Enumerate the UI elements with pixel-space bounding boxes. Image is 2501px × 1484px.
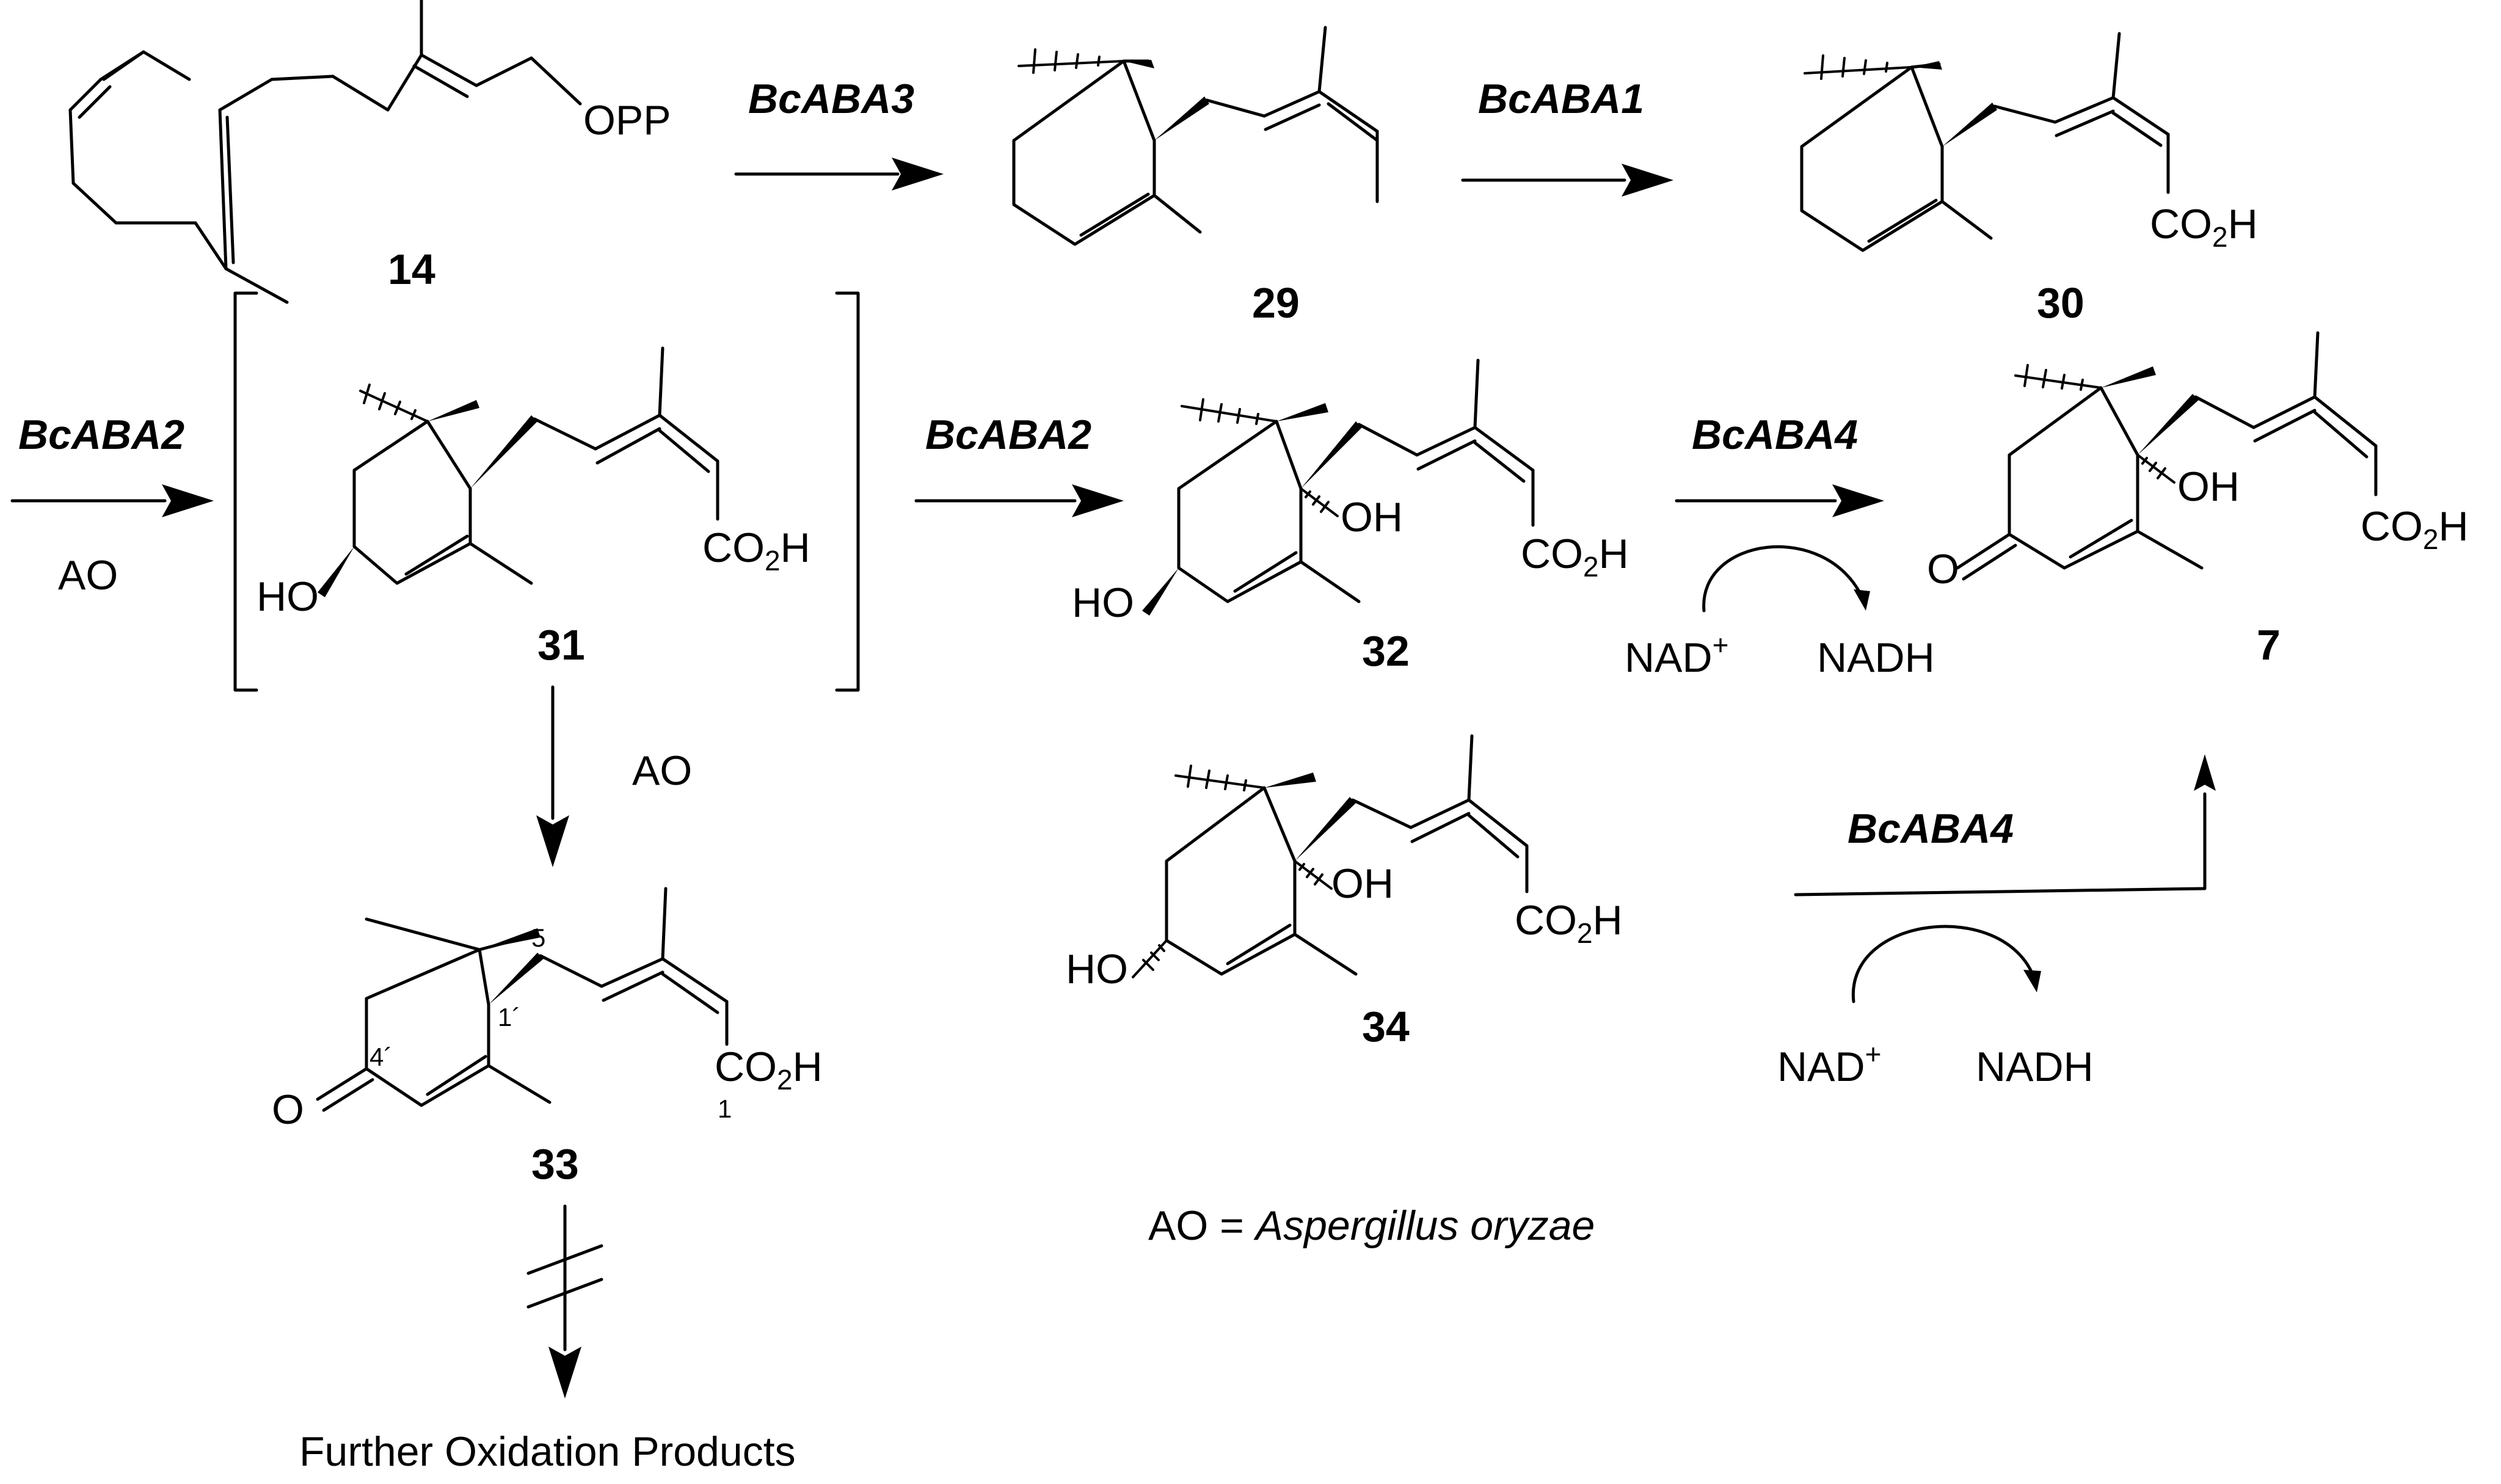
step-bcaba3-label: BcABA3 — [748, 76, 914, 122]
arrow-bcaba4-lower — [1794, 792, 2207, 897]
compound-33-keto: O — [272, 1086, 304, 1133]
compound-14-structure — [68, 0, 582, 304]
compound-33-locant-5: 5 — [531, 923, 545, 952]
compound-7-acid: CO2H — [2361, 503, 2469, 555]
compound-32-oh: OH — [1341, 494, 1403, 540]
compound-7-structure — [1956, 331, 2378, 581]
compound-34-ho: HO — [1066, 946, 1128, 992]
compound-34-structure — [1132, 734, 1529, 978]
compound-7-number: 7 — [2257, 621, 2281, 669]
cofactor-upper-nad: NAD+ — [1625, 629, 1728, 681]
step-bcaba2-first-label: BcABA2 — [18, 412, 184, 458]
cofactor-lower-nad: NAD+ — [1777, 1038, 1881, 1090]
compound-34-acid: CO2H — [1515, 897, 1623, 949]
bracket-right — [835, 291, 860, 692]
compound-29-structure — [1012, 26, 1379, 246]
compound-32-ho: HO — [1072, 580, 1134, 626]
compound-7-oh: OH — [2177, 464, 2240, 510]
compound-33-locant-1prime: 1´ — [498, 1003, 520, 1031]
compound-33-structure — [316, 887, 729, 1112]
step-bcaba4-lower-label: BcABA4 — [1848, 806, 2014, 852]
step-bcaba1-label: BcABA1 — [1478, 76, 1644, 122]
compound-34-number: 34 — [1362, 1003, 1410, 1050]
step-bcaba4-upper-label: BcABA4 — [1692, 412, 1858, 458]
step-ao-down-label: AO — [632, 747, 692, 794]
step-ao-first-label: AO — [58, 552, 118, 598]
bracket-left — [233, 291, 258, 692]
block-mark-2 — [526, 1278, 603, 1309]
compound-33-number: 33 — [531, 1140, 579, 1188]
compound-7-keto: O — [1927, 546, 1959, 592]
compound-32-acid: CO2H — [1521, 531, 1629, 583]
compound-31-ho: HO — [257, 573, 319, 620]
compound-30-number: 30 — [2037, 279, 2084, 327]
further-oxidation-label: Further Oxidation Products — [299, 1428, 796, 1475]
cofactor-lower-nadh: NADH — [1976, 1044, 2094, 1090]
compound-29-number: 29 — [1252, 279, 1300, 327]
compound-31-structure — [318, 346, 719, 597]
compound-32-structure — [1142, 358, 1535, 616]
compound-33-locant-4prime: 4´ — [370, 1042, 392, 1071]
block-mark-1 — [526, 1244, 603, 1275]
compound-34-oh: OH — [1331, 860, 1394, 907]
compound-14-opp-label: OPP — [583, 97, 671, 144]
compound-33-locant-1: 1 — [718, 1094, 732, 1123]
step-bcaba2-second-label: BcABA2 — [925, 412, 1091, 458]
compound-30-structure — [1800, 32, 2170, 252]
legend-ao: AO = Aspergillus oryzae — [1148, 1202, 1595, 1249]
cofactor-curve-lower — [1852, 925, 2036, 1003]
compound-14-number: 14 — [388, 246, 435, 293]
compound-30-acid: CO2H — [2150, 201, 2258, 253]
compound-31-acid: CO2H — [702, 525, 810, 577]
cofactor-curve-upper — [1702, 545, 1865, 613]
cofactor-upper-nadh: NADH — [1817, 635, 1935, 681]
compound-31-number: 31 — [537, 621, 585, 669]
compound-33-acid: CO2H — [715, 1044, 823, 1096]
compound-32-number: 32 — [1362, 627, 1410, 675]
